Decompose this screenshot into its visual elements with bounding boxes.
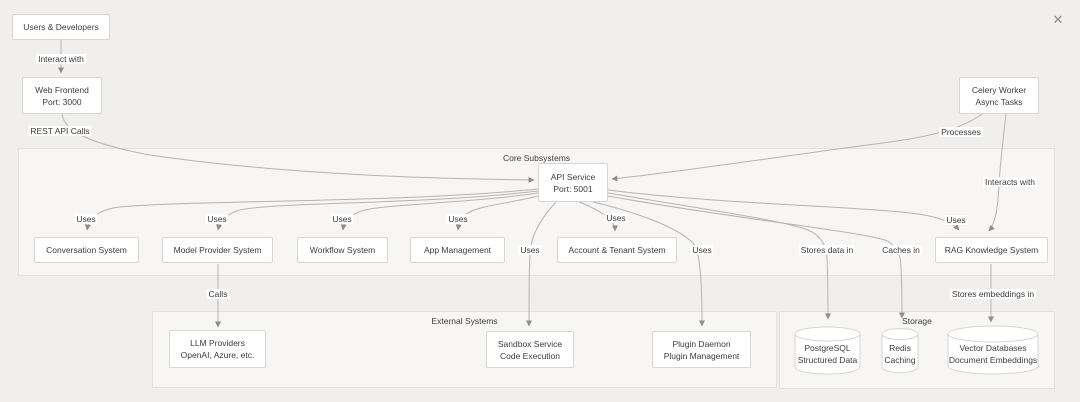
cluster-core-title: Core Subsystems: [502, 153, 571, 163]
node-app-management: App Management: [410, 237, 505, 263]
node-rag-knowledge-system: RAG Knowledge System: [935, 237, 1048, 263]
edge-label-stores-embeddings-in: Stores embeddings in: [949, 289, 1037, 299]
edge-label-stores-data-in: Stores data in: [798, 245, 856, 255]
redis-cylinder: [881, 334, 919, 373]
edge-api-to-model-provider: [216, 190, 539, 231]
cluster-external-title: External Systems: [431, 316, 498, 326]
postgresql-cylinder-top: [794, 326, 861, 342]
edge-label-caches-in: Caches in: [880, 245, 922, 255]
node-account-tenant-system: Account & Tenant System: [557, 237, 677, 263]
vector-db-cylinder: [947, 334, 1039, 375]
edge-celery-to-rag: [988, 113, 1007, 232]
edge-label-uses-plugin-daemon: Uses: [690, 245, 714, 255]
node-sandbox-service: Sandbox Service Code Execution: [486, 331, 574, 368]
node-postgresql: PostgreSQL Structured Data: [797, 343, 858, 365]
edge-label-uses-app-management: Uses: [446, 214, 470, 224]
close-icon[interactable]: ✕: [1052, 12, 1064, 27]
edge-api-to-conversation: [84, 188, 539, 231]
node-celery-worker: Celery Worker Async Tasks: [959, 77, 1039, 114]
edge-label-calls: Calls: [206, 289, 230, 299]
edge-label-rest-api-calls: REST API Calls: [28, 126, 92, 136]
edge-label-uses-account-tenant: Uses: [604, 213, 628, 223]
node-redis: Redis Caching: [884, 343, 916, 365]
vector-db-cylinder-top: [947, 325, 1039, 343]
edge-label-interact-with: Interact with: [36, 54, 86, 64]
edge-celery-to-api: [611, 113, 983, 182]
edge-api-to-redis: [607, 195, 905, 319]
edge-label-uses-rag: Uses: [944, 215, 968, 225]
cluster-storage-title: Storage: [902, 316, 932, 326]
edge-frontend-to-api: [61, 113, 535, 183]
edge-label-processes: Processes: [939, 127, 983, 137]
edge-api-to-rag: [607, 189, 960, 231]
edge-api-to-postgresql: [607, 192, 831, 320]
node-plugin-daemon: Plugin Daemon Plugin Management: [652, 331, 751, 368]
edge-label-uses-workflow: Uses: [330, 214, 354, 224]
node-api-service: API Service Port: 5001: [538, 163, 608, 202]
node-users-developers: Users & Developers: [12, 14, 110, 40]
node-web-frontend: Web Frontend Port: 3000: [22, 77, 102, 114]
edge-api-to-plugin-daemon: [592, 201, 705, 327]
node-conversation-system: Conversation System: [34, 237, 139, 263]
edge-label-uses-conversation: Uses: [74, 214, 98, 224]
node-llm-providers: LLM Providers OpenAI, Azure, etc.: [169, 330, 266, 368]
edge-api-to-sandbox: [526, 201, 557, 327]
postgresql-cylinder: [794, 334, 861, 375]
redis-cylinder-top: [881, 328, 919, 340]
node-vector-databases: Vector Databases Document Embeddings: [948, 343, 1038, 365]
edge-label-interacts-with: Interacts with: [982, 177, 1038, 187]
edge-api-to-app-management: [455, 195, 539, 231]
edge-label-uses-sandbox: Uses: [518, 245, 542, 255]
node-model-provider-system: Model Provider System: [162, 237, 273, 263]
edge-label-uses-model-provider: Uses: [205, 214, 229, 224]
node-workflow-system: Workflow System: [297, 237, 388, 263]
